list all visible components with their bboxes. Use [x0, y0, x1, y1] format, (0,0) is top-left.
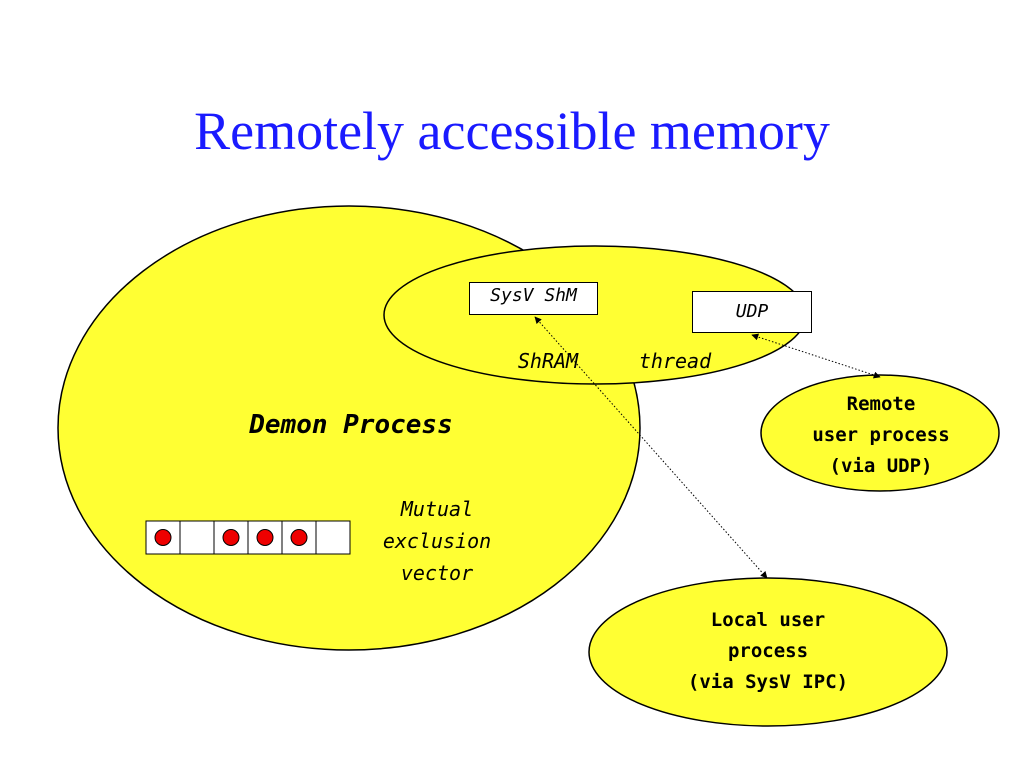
local-process-ellipse [588, 577, 948, 727]
udp-box: UDP [692, 291, 812, 333]
demon-process-label: Demon Process [249, 410, 453, 440]
mutex-lock-dot [290, 529, 308, 546]
mutex-cell [315, 520, 351, 555]
slide-title: Remotely accessible memory [194, 101, 830, 161]
mutex-lock-dot [256, 529, 274, 546]
mutex-lock-dot [222, 529, 240, 546]
mutex-lock-dot [154, 529, 172, 546]
sysv-shm-box: SysV ShM [469, 282, 598, 315]
shm-local-connector [534, 316, 768, 579]
shram-label: ShRAM [517, 349, 579, 373]
udp-remote-connector [751, 333, 881, 379]
mutex-label: Mutual exclusion vector [382, 497, 492, 585]
mutex-cell [179, 520, 215, 555]
mutex-vector [145, 520, 351, 555]
remote-process-label: Remote user process (via UDP) [812, 393, 950, 477]
thread-label: thread [638, 349, 712, 373]
local-process-label: Local user process (via SysV IPC) [687, 609, 849, 693]
